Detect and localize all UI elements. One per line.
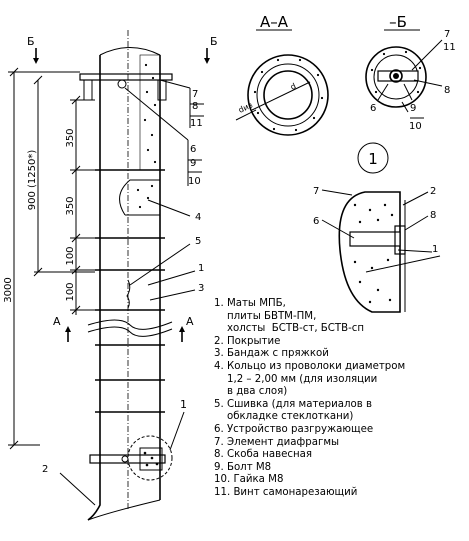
detail-1-title: 1 (368, 150, 378, 168)
legend-item: 9. Болт М8 (214, 461, 272, 473)
detail-callout-8: 8 (430, 210, 436, 221)
dim-100-a: 100 (65, 246, 76, 265)
callout-10: 10 (188, 176, 201, 187)
callout-11: 11 (190, 118, 203, 129)
bb-callout-9: 9 (410, 103, 416, 114)
section-bb-drawing (365, 39, 443, 119)
dimension-lines (8, 67, 95, 450)
section-bb-title: –Б (389, 13, 407, 31)
callout-9: 9 (190, 158, 196, 169)
bb-callout-6: 6 (370, 103, 376, 114)
legend-item: 8. Скоба навесная (214, 449, 313, 461)
callout-1: 1 (198, 263, 204, 274)
legend-item: 11. Винт самонарезающий (214, 486, 358, 498)
callout-3: 3 (198, 283, 204, 294)
legend-item: холсты БСТВ-ст, БСТВ-сп (214, 323, 365, 335)
legend-item: 1. Маты МПБ, (214, 298, 286, 309)
bb-callout-7: 7 (444, 29, 450, 40)
callout-4: 4 (195, 212, 201, 223)
legend-item: 2. Покрытие (214, 335, 281, 347)
legend-item: обкладке стеклоткани) (214, 411, 354, 423)
detail-callout-1: 1 (432, 244, 438, 255)
cut-b-left: Б (27, 35, 35, 48)
callout-2: 2 (42, 464, 48, 475)
legend-item: 6. Устройство разгружающее (214, 423, 374, 435)
elevation-leaders (59, 79, 204, 506)
bb-callout-10: 10 (409, 121, 422, 132)
detail-callout-2: 2 (430, 186, 436, 197)
legend-item: в два слоя) (214, 386, 288, 398)
cut-markers (33, 48, 210, 342)
bb-callout-11: 11 (443, 42, 456, 53)
dim-span: 900 (1250*) (27, 150, 38, 211)
cut-a-left: А (53, 315, 61, 328)
detail-callout-7: 7 (313, 186, 319, 197)
dim-350-top: 350 (65, 128, 76, 147)
section-aa-drawing (235, 54, 329, 136)
section-aa-title: А–А (260, 13, 289, 31)
callout-8: 8 (192, 101, 198, 112)
callout-7: 7 (192, 89, 198, 100)
dim-100-b: 100 (65, 282, 76, 301)
detail-1-marker (357, 142, 389, 174)
cut-b-right: Б (210, 35, 218, 48)
legend-item: 10. Гайка М8 (214, 474, 284, 486)
cut-a-right: А (186, 315, 194, 328)
detail-callout-6: 6 (313, 216, 319, 227)
diam-inner: d (289, 82, 297, 92)
legend-item: плиты БВТМ-ПМ, (214, 310, 317, 322)
legend-item: 3. Бандаж с пряжкой (214, 348, 329, 360)
bb-callout-8: 8 (444, 85, 450, 96)
pipe-elevation (79, 30, 173, 521)
legend-item: 5. Сшивка (для материалов в (214, 398, 373, 410)
callout-6: 6 (190, 144, 196, 155)
dim-350-mid: 350 (65, 196, 76, 215)
detail-1-drawing (321, 189, 441, 313)
callout-5: 5 (195, 236, 201, 247)
legend-item: 1,2 – 2,00 мм (для изоляции (214, 373, 378, 385)
legend-item: 7. Элемент диафрагмы (214, 436, 340, 448)
dim-total: 3000 (3, 277, 14, 302)
legend-list: 1. Маты МПБ, плиты БВТМ-ПМ, холсты БСТВ-… (214, 298, 469, 500)
callout-detail-1: 1 (180, 398, 187, 411)
legend-item: 4. Кольцо из проволоки диаметром (214, 360, 406, 372)
